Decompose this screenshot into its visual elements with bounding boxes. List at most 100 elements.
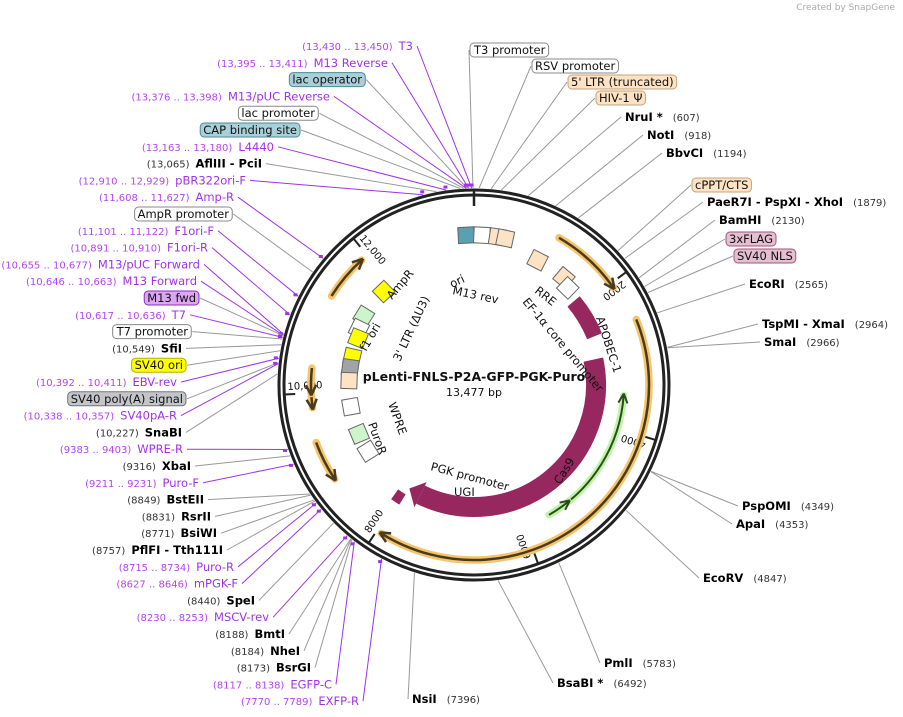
enzyme-site[interactable]: NsiI(7396)	[412, 692, 480, 706]
leader-line	[192, 331, 283, 340]
feature-label-box[interactable]: SV40 poly(A) signal	[67, 391, 187, 407]
enzyme-site[interactable]: (8831)RsrII	[142, 509, 211, 523]
primer-binding-site[interactable]: (13,163 .. 13,180)L4440	[142, 140, 274, 154]
feature-label-box[interactable]: lac promoter	[237, 105, 319, 121]
ef1a-feature[interactable]	[555, 275, 580, 300]
puror-feature[interactable]	[347, 422, 371, 445]
enzyme-site[interactable]: BbvCI(1194)	[666, 146, 747, 160]
pgk-promoter-feature[interactable]	[356, 439, 380, 463]
feature-name: HIV-1 Ψ	[599, 91, 642, 105]
enzyme-site[interactable]: BsaBI *(6492)	[557, 676, 647, 690]
orange-feature-arc[interactable]	[380, 318, 651, 562]
leader-line	[478, 65, 532, 189]
primer-marker	[443, 185, 448, 189]
primer-binding-site[interactable]: (8117 .. 8138)EGFP-C	[213, 677, 332, 691]
primer-binding-site[interactable]: (9383 .. 9403)WPRE-R	[60, 442, 183, 456]
orange-feature-arc[interactable]	[558, 236, 615, 289]
svg-text:(13,430 .. 13,450)T3: (13,430 .. 13,450)T3	[302, 39, 413, 53]
enzyme-site[interactable]: (8849)BstEII	[127, 493, 204, 507]
svg-text:(8627 .. 8646)mPGK-F: (8627 .. 8646)mPGK-F	[116, 577, 238, 591]
t3-promoter-feature[interactable]	[472, 226, 491, 245]
feature-label-box[interactable]: lac operator	[288, 72, 366, 88]
wpre-feature[interactable]	[341, 396, 361, 417]
primer-binding-site[interactable]: (10,655 .. 10,677)M13/pUC Forward	[1, 257, 200, 271]
primer-binding-site[interactable]: (13,376 .. 13,398)M13/pUC Reverse	[131, 89, 330, 103]
svg-text:SV40 poly(A) signal: SV40 poly(A) signal	[71, 392, 183, 406]
enzyme-site[interactable]: (8757)PflFI - Tth111I	[92, 543, 223, 557]
primer-binding-site[interactable]: (8627 .. 8646)mPGK-F	[116, 577, 238, 591]
enzyme-site[interactable]: (8771)BsiWI	[141, 526, 217, 540]
feature-label-box[interactable]: AmpR promoter	[134, 206, 233, 222]
ltr3-feature[interactable]	[340, 371, 358, 390]
enzyme-site[interactable]: (8188)BmtI	[215, 627, 285, 641]
enzyme-site[interactable]: BamHI(2130)	[719, 213, 805, 227]
enzyme-site[interactable]: PaeR7I - PspXI - XhoI(1879)	[707, 195, 886, 209]
primer-binding-site[interactable]: (11,101 .. 11,122)F1ori-F	[78, 224, 214, 238]
ugi-feature[interactable]	[391, 489, 406, 505]
feature-label-box[interactable]: 5' LTR (truncated)	[567, 74, 678, 90]
apobec1-feature[interactable]	[567, 296, 602, 340]
primer-binding-site[interactable]: (8715 .. 8734)Puro-R	[119, 560, 234, 574]
primer-binding-site[interactable]: (10,338 .. 10,357)SV40pA-R	[24, 409, 177, 423]
primer-binding-site[interactable]: (10,891 .. 10,910)F1ori-R	[70, 241, 208, 255]
feature-label-box[interactable]: CAP binding site	[199, 122, 301, 138]
enzyme-site[interactable]: EcoRI(2565)	[749, 277, 828, 291]
enzyme-site[interactable]: (8184)NheI	[231, 644, 300, 658]
primer-binding-site[interactable]: (13,430 .. 13,450)T3	[302, 39, 413, 53]
primer-binding-site[interactable]: (11,608 .. 11,627)Amp-R	[99, 190, 234, 204]
primer-binding-site[interactable]: (10,646 .. 10,663)M13 Forward	[26, 274, 197, 288]
enzyme-site[interactable]: NruI *(607)	[625, 110, 700, 124]
f1ori-feature[interactable]	[347, 327, 370, 350]
svg-text:RSV promoter: RSV promoter	[535, 59, 615, 73]
enzyme-site[interactable]: (9316)XbaI	[123, 459, 191, 473]
enzyme-site[interactable]: TspMI - XmaI(2964)	[762, 317, 888, 331]
enzyme-site[interactable]: EcoRV(4847)	[703, 571, 787, 585]
enzyme-site[interactable]: (10,227)SnaBI	[96, 425, 182, 439]
enzyme-site[interactable]: PspOMI(4349)	[742, 499, 834, 513]
leader-line	[207, 493, 310, 501]
primer-binding-site[interactable]: (7770 .. 7789)EXFP-R	[241, 694, 359, 708]
feature-label-box[interactable]: RSV promoter	[531, 58, 619, 74]
primer-binding-site[interactable]: (10,392 .. 10,411)EBV-rev	[36, 375, 177, 389]
leader-line	[303, 538, 352, 651]
enzyme-position: (4847)	[753, 574, 786, 585]
primer-range: (10,646 .. 10,663)	[26, 277, 117, 288]
svg-text:(8440)SpeI: (8440)SpeI	[187, 593, 255, 607]
leader-line	[333, 95, 467, 189]
enzyme-site[interactable]: ApaI(4353)	[736, 517, 809, 531]
primer-binding-site[interactable]: (13,395 .. 13,411)M13 Reverse	[217, 56, 388, 70]
enzyme-site[interactable]: (10,549)SfiI	[112, 341, 182, 355]
enzyme-site[interactable]: SmaI(2966)	[764, 335, 840, 349]
feature-label-box[interactable]: SV40 ori	[131, 357, 187, 373]
enzyme-site[interactable]: NotI(918)	[647, 128, 711, 142]
leader-line	[644, 238, 726, 287]
lac-feature[interactable]	[457, 226, 476, 245]
feature-label-box[interactable]: SV40 NLS	[733, 248, 797, 264]
feature-label-box[interactable]: M13 fwd	[143, 290, 200, 306]
ori-feature[interactable]	[371, 279, 396, 304]
enzyme-name: SfiI	[161, 341, 182, 355]
enzyme-site[interactable]: (13,065)AflIII - PciI	[147, 157, 262, 171]
psi-feature[interactable]	[495, 228, 516, 249]
primer-binding-site[interactable]: (9211 .. 9231)Puro-F	[85, 476, 199, 490]
enzyme-site[interactable]: (8440)SpeI	[187, 593, 255, 607]
feature-label-box[interactable]: T7 promoter	[112, 324, 192, 340]
enzyme-site[interactable]: PmlI(5783)	[604, 656, 676, 670]
enzyme-site[interactable]: (8173)BsrGI	[237, 661, 311, 675]
cas9-feature[interactable]	[416, 357, 606, 517]
orange-feature-arc-arrowhead	[603, 277, 616, 291]
primer-binding-site[interactable]: (10,617 .. 10,636)T7	[75, 308, 186, 322]
feature-label-box[interactable]: HIV-1 Ψ	[595, 90, 646, 106]
orange-feature-arc[interactable]	[309, 367, 314, 394]
rre-feature[interactable]	[526, 248, 549, 272]
feature-label-box[interactable]: T3 promoter	[469, 42, 550, 58]
feature-label-box[interactable]: cPPT/CTS	[691, 177, 752, 193]
primer-binding-site[interactable]: (8230 .. 8253)MSCV-rev	[137, 610, 270, 624]
feature-label-box[interactable]: 3xFLAG	[725, 231, 777, 247]
orange-feature-arc[interactable]	[330, 259, 363, 297]
feature-label: UGI	[454, 485, 475, 499]
primer-name: SV40pA-R	[120, 409, 177, 423]
primer-binding-site[interactable]: (12,910 .. 12,929)pBR322ori-F	[79, 173, 246, 187]
green-feature-arc-arrowhead	[617, 392, 629, 404]
